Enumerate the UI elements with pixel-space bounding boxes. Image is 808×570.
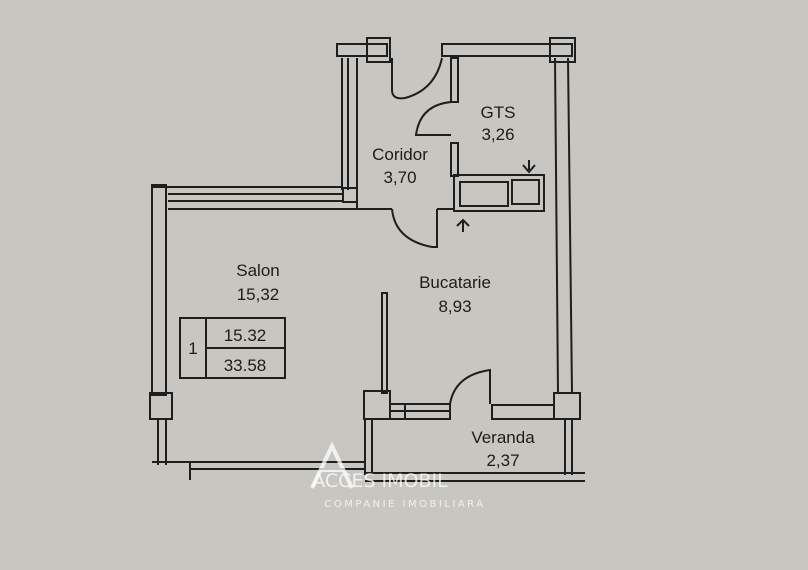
unit-number: 1 — [188, 339, 197, 358]
unit-total-area: 33.58 — [224, 356, 267, 375]
walls — [149, 37, 585, 482]
room-area-veranda: 2,37 — [486, 451, 519, 470]
watermark-brand: ACCES IMOBIL — [312, 470, 448, 492]
room-name-veranda: Veranda — [471, 428, 535, 447]
room-name-salon: Salon — [236, 261, 279, 280]
room-name-bucatarie: Bucatarie — [419, 273, 491, 292]
room-labels: Salon 15,32 Coridor 3,70 GTS 3,26 Bucata… — [236, 103, 535, 470]
room-area-bucatarie: 8,93 — [438, 297, 471, 316]
room-name-coridor: Coridor — [372, 145, 428, 164]
unit-area-box: 1 15.32 33.58 — [179, 317, 286, 379]
unit-living-area: 15.32 — [224, 326, 267, 345]
room-name-gts: GTS — [481, 103, 516, 122]
room-area-gts: 3,26 — [481, 125, 514, 144]
room-area-salon: 15,32 — [237, 285, 280, 304]
bathroom-fixtures — [453, 160, 545, 232]
doors — [391, 57, 491, 405]
room-area-coridor: 3,70 — [383, 168, 416, 187]
brand-logo-icon — [310, 441, 354, 489]
watermark-tagline: COMPANIE IMOBILIARA — [324, 499, 485, 510]
watermark: ACCES IMOBIL COMPANIE IMOBILIARA — [310, 441, 485, 510]
